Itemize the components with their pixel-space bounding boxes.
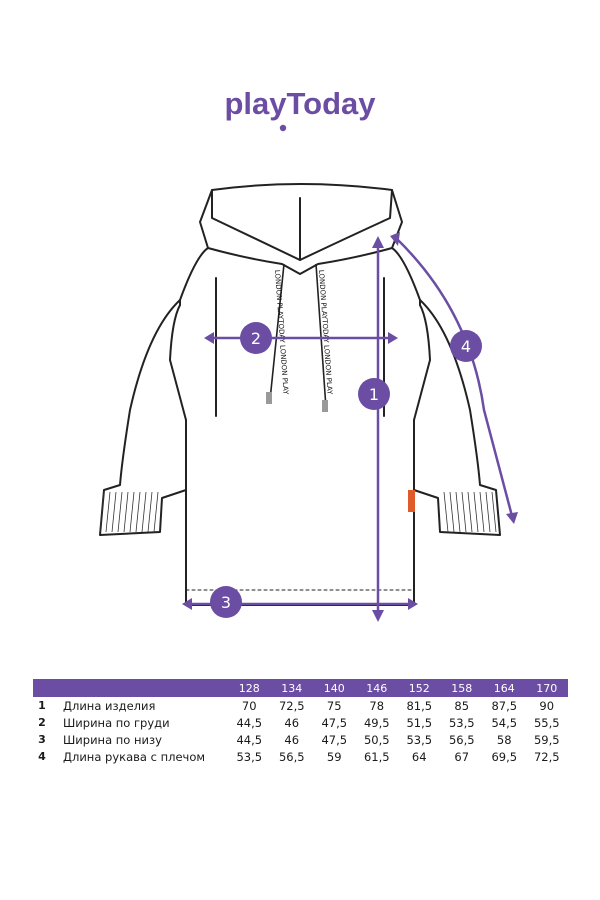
cell-value: 75: [326, 698, 342, 713]
size-table-header: 128 134 140 146 152 158 164 170: [33, 679, 568, 697]
aglet-left: [266, 392, 272, 404]
cell-value: 47,5: [321, 732, 348, 747]
size-header: 134: [281, 681, 303, 695]
row-number: 3: [38, 733, 46, 746]
brand-logo-text: playToday: [224, 86, 376, 121]
left-sleeve: [99, 299, 187, 536]
cell-value: 56,5: [448, 732, 475, 747]
cell-value: 55,5: [533, 715, 560, 730]
cell-value: 70: [241, 698, 257, 713]
svg-text:3: 3: [221, 593, 231, 612]
cell-value: 87,5: [491, 698, 518, 713]
cell-value: 78: [369, 698, 385, 713]
measure-lines: [186, 237, 514, 616]
row-label: Ширина по низу: [63, 732, 162, 747]
cell-value: 72,5: [278, 698, 305, 713]
logo-dot: [279, 124, 287, 132]
row-number: 2: [38, 716, 46, 729]
size-header: 146: [366, 681, 388, 695]
measure-arrowheads: [182, 232, 518, 622]
cell-value: 46: [284, 732, 300, 747]
cell-value: 46: [284, 715, 300, 730]
cell-value: 69,5: [491, 749, 518, 764]
cell-value: 49,5: [363, 715, 390, 730]
size-header: 128: [238, 681, 260, 695]
table-row: 4 Длина рукава с плечом 53,5 56,5 59 61,…: [33, 748, 568, 765]
cell-value: 53,5: [406, 732, 433, 747]
cell-value: 44,5: [236, 732, 263, 747]
cell-value: 44,5: [236, 715, 263, 730]
cell-value: 64: [411, 749, 427, 764]
garment-sketch: LONDON PLAYTODAY LONDON PLAY LONDON PLAY…: [0, 160, 600, 650]
svg-text:1: 1: [369, 385, 379, 404]
svg-text:2: 2: [251, 329, 261, 348]
cell-value: 51,5: [406, 715, 433, 730]
table-row: 1 Длина изделия 70 72,5 75 78 81,5 85 87…: [33, 697, 568, 714]
size-header: 152: [408, 681, 430, 695]
right-sleeve: [413, 299, 501, 536]
hood-inner-line: [211, 189, 393, 261]
cell-value: 56,5: [278, 749, 305, 764]
cell-value: 67: [454, 749, 470, 764]
cell-value: 53,5: [236, 749, 263, 764]
row-label: Ширина по груди: [63, 715, 170, 730]
aglet-right: [322, 400, 328, 412]
cell-value: 58: [496, 732, 512, 747]
row-number: 4: [38, 750, 46, 763]
brand-logo: playToday: [0, 78, 600, 134]
cell-value: 72,5: [533, 749, 560, 764]
cell-value: 85: [454, 698, 470, 713]
svg-text:4: 4: [461, 337, 471, 356]
marker-1: 1: [358, 378, 390, 410]
cell-value: 50,5: [363, 732, 390, 747]
row-number: 1: [38, 699, 46, 712]
body-outline: [169, 247, 431, 606]
cell-value: 59: [326, 749, 342, 764]
size-header: 140: [323, 681, 345, 695]
table-row: 3 Ширина по низу 44,5 46 47,5 50,5 53,5 …: [33, 731, 568, 748]
hood-outline: [199, 183, 403, 275]
size-header: 170: [536, 681, 558, 695]
brand-tag: [408, 490, 415, 512]
marker-3: 3: [210, 586, 242, 618]
size-table: 128 134 140 146 152 158 164 170 1 Длина …: [33, 679, 568, 765]
marker-4: 4: [450, 330, 482, 362]
drawstring-print-right: LONDON PLAYTODAY LONDON PLAY: [317, 270, 334, 396]
cell-value: 47,5: [321, 715, 348, 730]
cuff-ribbing: [99, 491, 497, 533]
cell-value: 81,5: [406, 698, 433, 713]
marker-2: 2: [240, 322, 272, 354]
cell-value: 59,5: [533, 732, 560, 747]
size-header: 164: [493, 681, 515, 695]
drawstring-print-left: LONDON PLAYTODAY LONDON PLAY: [273, 270, 290, 396]
row-label: Длина изделия: [63, 698, 156, 713]
cell-value: 54,5: [491, 715, 518, 730]
measure-line-4: [395, 237, 514, 517]
size-header: 158: [451, 681, 473, 695]
cell-value: 61,5: [363, 749, 390, 764]
measure-markers: 1 2 3 4: [210, 322, 482, 618]
cell-value: 53,5: [448, 715, 475, 730]
row-label: Длина рукава с плечом: [63, 749, 206, 764]
cell-value: 90: [539, 698, 555, 713]
table-row: 2 Ширина по груди 44,5 46 47,5 49,5 51,5…: [33, 714, 568, 731]
